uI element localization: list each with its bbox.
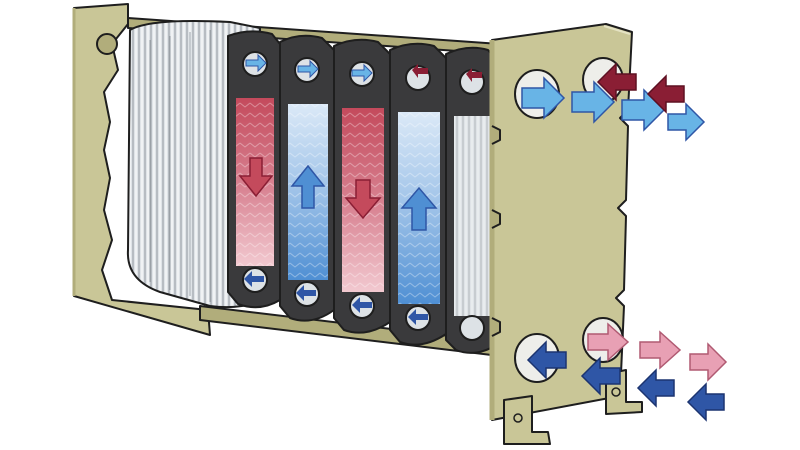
cold-outlet-arrow: [521, 76, 566, 120]
mounting-foot: [503, 395, 551, 445]
cold-up-arrow: [400, 186, 438, 231]
cold-up-arrow: [290, 164, 326, 209]
cold-inlet-arrow: [526, 340, 567, 380]
back-frame-plate: [72, 3, 211, 336]
cold-outlet-arrow: [667, 102, 706, 142]
hot-down-arrow: [238, 157, 274, 198]
cold-outlet-arrow: [571, 80, 616, 124]
hot-outlet-arrow: [639, 330, 682, 370]
hot-down-arrow: [344, 179, 382, 220]
plate-port-arrows: [244, 53, 482, 325]
hot-outlet-arrow: [587, 322, 630, 362]
cold-inlet-arrow: [686, 382, 725, 422]
hot-inlet-arrow: [596, 62, 637, 102]
hot-inlet-arrow: [646, 74, 685, 114]
cold-inlet-arrow: [636, 368, 675, 408]
hot-outlet-arrow: [689, 342, 728, 382]
cold-inlet-arrow: [580, 356, 621, 396]
